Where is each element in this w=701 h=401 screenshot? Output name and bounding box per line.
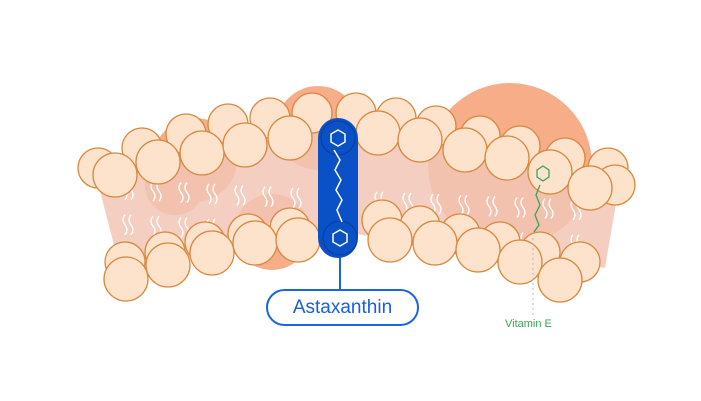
vitamin-e-label: Vitamin E: [505, 318, 552, 330]
lipid-head: [135, 139, 181, 185]
lipid-head: [189, 230, 235, 276]
astaxanthin-label[interactable]: Astaxanthin: [266, 289, 419, 326]
lipid-tail: [458, 194, 470, 216]
lipid-head: [497, 239, 543, 285]
lipid-tail: [262, 186, 274, 208]
lipid-tail: [206, 183, 218, 205]
lipid-head: [442, 127, 488, 173]
lipid-head: [275, 217, 321, 263]
lipid-head: [397, 117, 443, 163]
lipid-head: [103, 256, 149, 302]
lipid-head: [267, 115, 313, 161]
lipid-head: [92, 152, 138, 198]
lipid-tail: [122, 214, 134, 236]
lipid-head: [222, 122, 268, 168]
lipid-tail: [514, 197, 526, 218]
lipid-head: [355, 110, 401, 156]
lipid-tail: [542, 198, 554, 220]
lipid-head: [145, 242, 191, 288]
lipid-heads-front: [92, 110, 613, 303]
lipid-tail: [178, 182, 190, 203]
lipid-tail: [234, 184, 246, 206]
vitamin-e-molecule[interactable]: [532, 165, 550, 316]
lipid-head: [412, 220, 458, 266]
lipid-head: [455, 227, 501, 273]
lipid-head: [367, 217, 413, 263]
lipid-tail: [290, 187, 302, 209]
lipid-tail: [486, 195, 498, 217]
lipid-head: [179, 130, 225, 176]
astaxanthin-label-text: Astaxanthin: [292, 296, 393, 318]
lipid-head: [537, 257, 583, 303]
lipid-head: [484, 135, 530, 181]
lipid-head: [232, 220, 278, 266]
lipid-tail: [430, 193, 442, 215]
lipid-head: [567, 165, 613, 211]
astaxanthin-molecule[interactable]: [318, 118, 358, 290]
lipid-head: [527, 149, 573, 195]
